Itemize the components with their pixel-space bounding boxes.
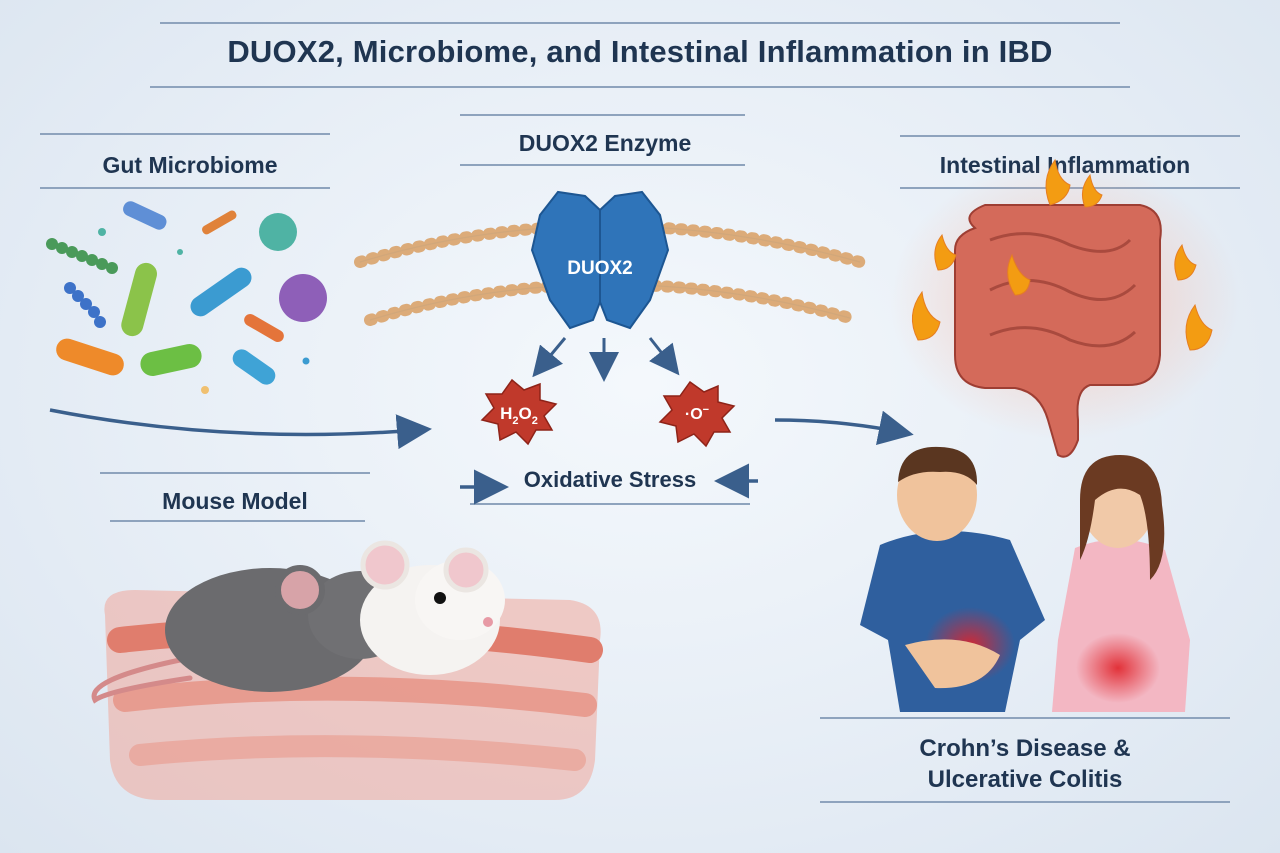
title-rule-bottom — [150, 86, 1130, 88]
white-mouse-ear — [443, 547, 489, 593]
h2o2-sub1: 2 — [512, 415, 518, 427]
superoxide-burst: ·O− — [658, 380, 736, 448]
chain-bacterium — [64, 282, 106, 328]
man-hand — [905, 639, 1000, 689]
disease-label-line1: Crohn’s Disease & — [919, 735, 1131, 762]
duox2-protein: DUOX2 — [530, 190, 670, 330]
superoxide-text: ·O — [685, 406, 703, 423]
virus-particle — [259, 213, 297, 251]
title-rule-top — [160, 22, 1120, 24]
page-title: DUOX2, Microbiome, and Intestinal Inflam… — [227, 34, 1053, 69]
chain-bacterium — [46, 238, 118, 274]
flow-arrows — [49, 408, 914, 505]
gut-rule-top — [40, 133, 330, 135]
bacteria-cluster — [46, 201, 327, 394]
bacterium-rod — [121, 262, 157, 337]
bacterium-rod — [232, 349, 276, 385]
gray-mouse-tail — [91, 657, 193, 704]
virus-particle — [279, 274, 327, 322]
white-mouse-ear — [360, 540, 410, 590]
h2o2-h: H — [500, 404, 512, 423]
h2o2-o: O — [519, 404, 532, 423]
bacterium-rod — [123, 201, 167, 230]
stress-rule-bottom — [470, 503, 750, 505]
duox-rule-bottom — [460, 164, 745, 166]
disease-label: Crohn’s Disease & Ulcerative Colitis — [860, 733, 1190, 795]
disease-rule-bottom — [820, 801, 1230, 803]
disease-rule-top — [820, 717, 1230, 719]
h2o2-burst: H2O2 — [480, 378, 558, 446]
duox2-protein-label: DUOX2 — [567, 258, 632, 279]
mouse-rule-top — [100, 472, 370, 474]
stress-to-inflammation-arrow — [774, 410, 914, 446]
gray-mouse-ear — [275, 565, 325, 615]
patients-illustration — [860, 446, 1190, 712]
man-hair — [898, 446, 978, 485]
gut-rule-bottom — [40, 187, 330, 189]
mouse-model-heading: Mouse Model — [162, 488, 308, 514]
flame-icon — [911, 158, 1213, 351]
gut-microbiome-heading: Gut Microbiome — [102, 152, 278, 178]
superoxide-sup: − — [703, 404, 709, 416]
microbiome-to-enzyme-arrow — [49, 408, 432, 450]
bacterium-rod — [56, 338, 124, 376]
svg-text:H2O2: H2O2 — [500, 404, 538, 427]
enzyme-output-arrows — [532, 337, 680, 382]
disease-label-line2: Ulcerative Colitis — [927, 766, 1123, 793]
bacterium-rod — [140, 344, 202, 376]
inflamed-intestine — [890, 158, 1240, 458]
bacterium-rod — [244, 314, 284, 342]
woman-pain-glow — [1076, 633, 1160, 703]
infl-rule-top — [900, 135, 1240, 137]
h2o2-sub2: 2 — [532, 415, 538, 427]
bacterium-rod — [190, 267, 252, 317]
bacterium-rod — [202, 210, 237, 235]
woman-hair — [1080, 455, 1165, 580]
oxidative-stress-label: Oxidative Stress — [523, 467, 697, 492]
duox2-enzyme-heading: DUOX2 Enzyme — [518, 130, 692, 156]
mouse-model-illustration — [91, 540, 603, 800]
svg-text:·O−: ·O− — [685, 404, 709, 423]
mouse-rule-bottom — [110, 520, 365, 522]
duox-rule-top — [460, 114, 745, 116]
